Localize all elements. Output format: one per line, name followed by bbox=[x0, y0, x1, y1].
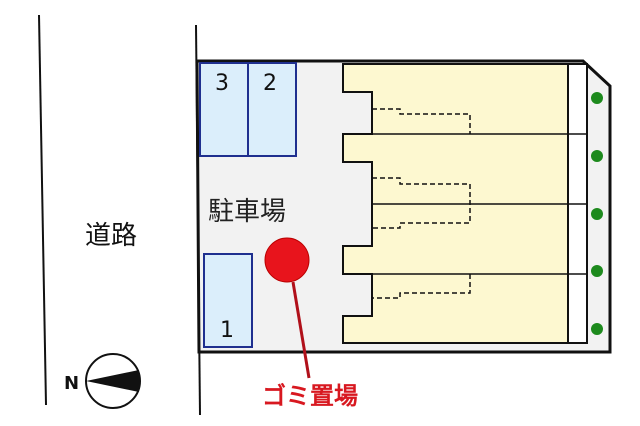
tree-icon bbox=[591, 208, 603, 220]
parking-number-1: 1 bbox=[220, 318, 234, 343]
parking-space-3 bbox=[199, 62, 249, 157]
parking-number-2: 2 bbox=[263, 71, 277, 96]
north-label: N bbox=[64, 373, 79, 394]
parking-label: 駐車場 bbox=[208, 197, 286, 227]
garbage-leader-line bbox=[291, 281, 311, 379]
parking-space-2 bbox=[247, 62, 297, 157]
garbage-label: ゴミ置場 bbox=[262, 382, 358, 410]
tree-icon bbox=[591, 323, 603, 335]
tree-icon bbox=[591, 150, 603, 162]
unit-interior-outlines bbox=[372, 108, 471, 299]
road-label: 道路 bbox=[85, 221, 137, 251]
tree-icon bbox=[591, 92, 603, 104]
trees bbox=[591, 92, 603, 335]
tree-icon bbox=[591, 265, 603, 277]
parking-space-1 bbox=[203, 253, 253, 348]
garbage-marker bbox=[264, 237, 310, 283]
compass-icon: N bbox=[64, 353, 141, 409]
unit-dividers bbox=[343, 133, 587, 275]
parking-number-3: 3 bbox=[215, 71, 229, 96]
road-edge-line bbox=[38, 14, 47, 406]
